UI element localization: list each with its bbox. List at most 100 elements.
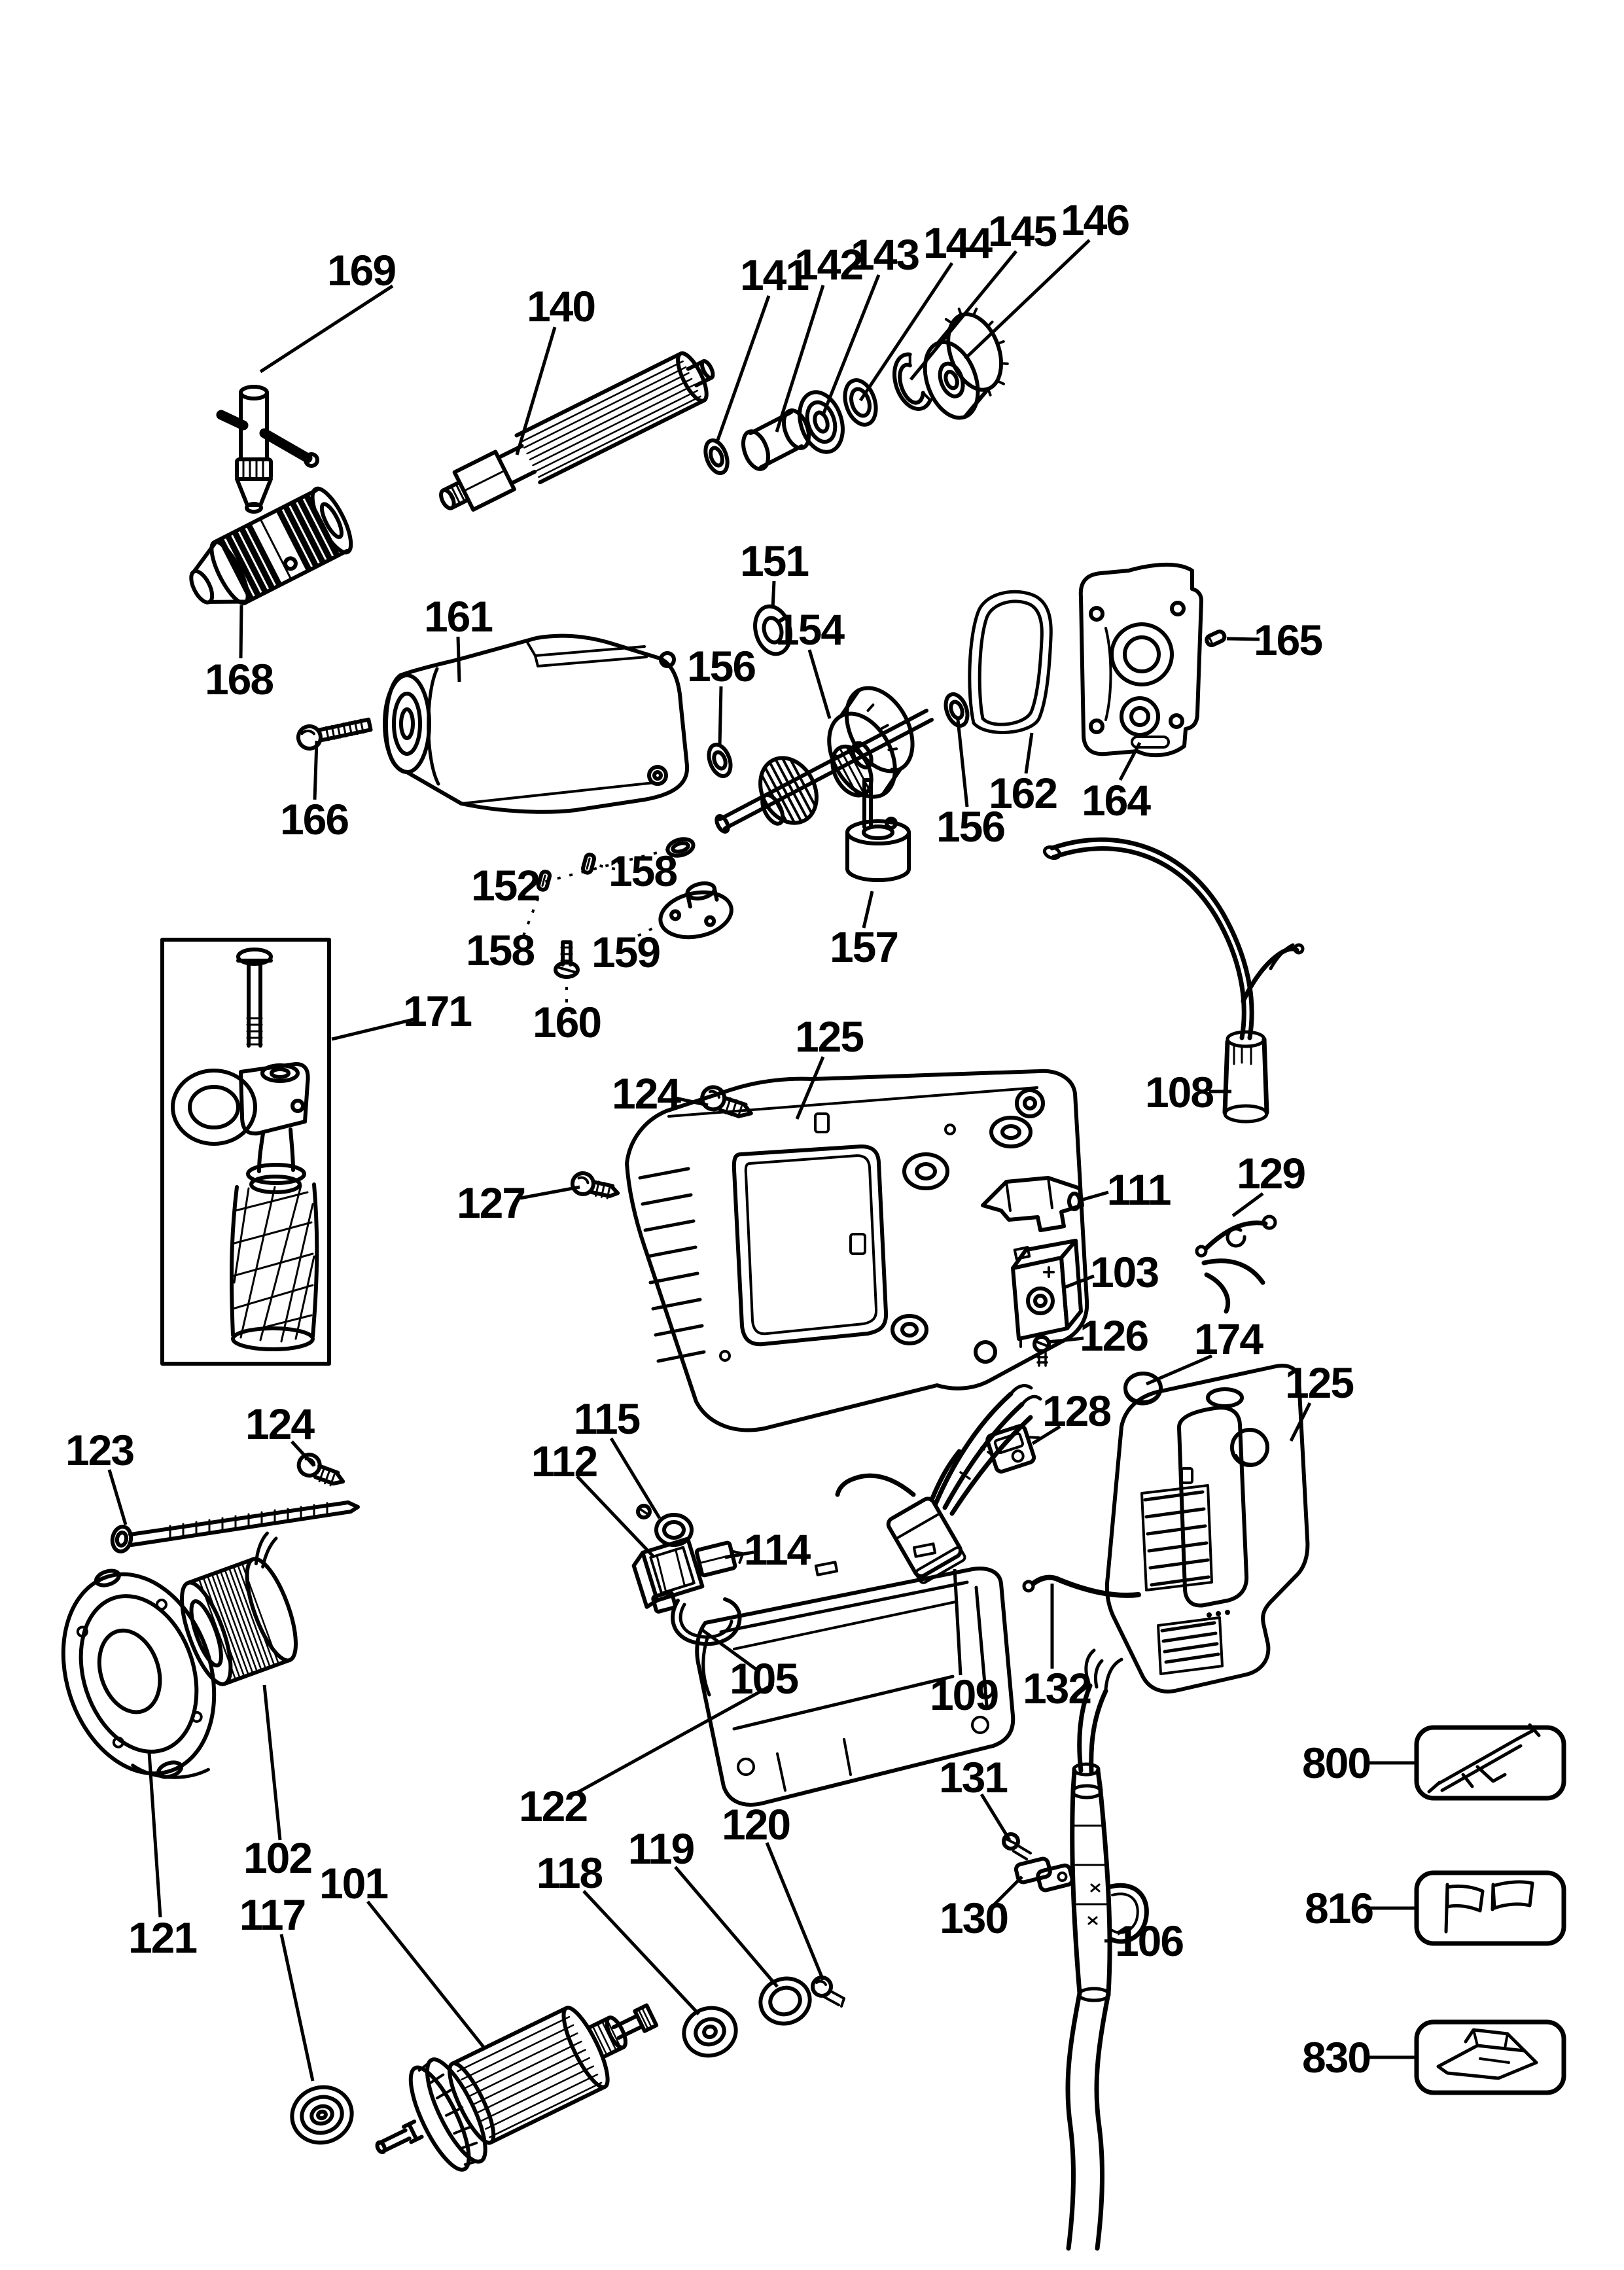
part-label-125-housing-half: 125 — [795, 1012, 863, 1061]
part-side-handle-assembly — [160, 938, 331, 1366]
part-label-143-bearing: 143 — [851, 230, 919, 279]
part-label-128-connector: 128 — [1042, 1387, 1110, 1435]
part-end-cap — [61, 1569, 217, 1779]
part-label-165-pin: 165 — [1254, 616, 1322, 664]
leader-line-103-31 — [1065, 1274, 1095, 1289]
part-bearing-117 — [290, 2085, 354, 2145]
part-screw-120 — [811, 1976, 845, 2008]
part-label-124-screw: 124 — [612, 1069, 681, 1118]
part-wire-harness — [835, 1384, 1042, 1584]
part-label-166-screw: 166 — [280, 795, 348, 843]
part-screw-126 — [1033, 1335, 1051, 1367]
part-field-stator — [180, 1531, 298, 1686]
part-bearing-151 — [753, 604, 792, 656]
part-long-screw — [110, 1500, 360, 1553]
part-label-103-switch: 103 — [1090, 1248, 1158, 1296]
part-label-112-brush-holder: 112 — [531, 1437, 597, 1485]
part-label-131-screw: 131 — [939, 1753, 1007, 1801]
part-motor-housing — [695, 1542, 1015, 1807]
leader-line-112-39 — [576, 1475, 654, 1557]
part-label-174-button: 174 — [1194, 1315, 1263, 1363]
kit-box-800 — [1414, 1723, 1566, 1801]
part-capacitor-wire — [1042, 837, 1305, 1124]
part-label-118-bearing: 118 — [537, 1849, 603, 1897]
leader-line-144-5 — [858, 262, 954, 402]
part-gear-housing — [383, 633, 690, 814]
part-gear-146 — [923, 308, 1009, 420]
leader-line-169-0 — [259, 284, 394, 374]
leader-line-158-19 — [596, 864, 616, 870]
leader-line-145-6 — [909, 250, 1017, 381]
part-label-160-screw: 160 — [533, 998, 601, 1046]
part-wire-132 — [1022, 1574, 1141, 1598]
part-label-162-gasket: 162 — [989, 769, 1057, 817]
part-label-145-retaining-ring: 145 — [988, 207, 1056, 255]
part-ring-119 — [758, 1976, 812, 2026]
leader-line-130-51 — [988, 1875, 1023, 1911]
part-label-126-screw: 126 — [1080, 1311, 1148, 1360]
part-washer-156a — [707, 742, 733, 779]
part-label-140-spindle: 140 — [527, 282, 595, 330]
part-label-144-washer: 144 — [923, 219, 993, 267]
leader-line-126-32 — [1046, 1336, 1084, 1344]
part-brush — [694, 1540, 745, 1578]
leader-line-120-49 — [765, 1842, 825, 1981]
part-label-117-bearing: 117 — [239, 1890, 305, 1939]
leader-line-164-16 — [1118, 741, 1142, 781]
part-screw-160 — [554, 940, 580, 979]
part-label-800-kit-tool: 800 — [1302, 1739, 1370, 1787]
part-screw-131 — [1002, 1832, 1032, 1860]
part-label-132-wire: 132 — [1023, 1664, 1091, 1712]
leader-line-157-22 — [862, 891, 874, 929]
part-pin-158b — [536, 870, 552, 892]
leader-line-119-48 — [674, 1866, 779, 1988]
part-label-114-brush: 114 — [744, 1525, 811, 1574]
leader-line-129-30 — [1231, 1192, 1264, 1218]
part-wire-set — [1195, 1215, 1277, 1314]
leader-line-140-1 — [515, 327, 557, 455]
part-screw-124b — [296, 1452, 345, 1487]
part-bearing-143 — [798, 390, 845, 454]
kit-box-816 — [1414, 1870, 1566, 1946]
leader-line-114-40 — [724, 1550, 754, 1559]
leader-line-141-2 — [715, 295, 771, 444]
leader-line-102-44 — [262, 1684, 282, 1841]
part-label-152-o-ring: 152 — [471, 861, 539, 910]
part-label-830-kit-bracket: 830 — [1302, 2033, 1370, 2082]
part-label-156-washer: 156 — [936, 802, 1004, 851]
leader-line-174-33 — [1146, 1354, 1212, 1386]
part-label-115-brush-cap: 115 — [574, 1394, 640, 1443]
kit-830-bracket-icon — [1436, 2028, 1538, 2080]
part-chuck — [189, 486, 353, 605]
part-label-123-long-screw: 123 — [65, 1426, 133, 1474]
leader-line-101-46 — [366, 1900, 487, 2051]
leader-line-161-9 — [456, 636, 461, 683]
leader-line-154-10 — [807, 649, 832, 719]
part-label-105-spring-clip: 105 — [730, 1654, 798, 1703]
leader-line-111-29 — [1080, 1190, 1109, 1202]
part-label-159-lock-plate: 159 — [591, 928, 660, 976]
part-label-119-ring: 119 — [628, 1824, 694, 1873]
part-label-127-screw: 127 — [457, 1179, 525, 1227]
part-label-171-side-handle-assembly: 171 — [403, 987, 471, 1035]
part-bracket — [981, 1176, 1084, 1232]
part-label-816-kit-flags: 816 — [1305, 1884, 1373, 1932]
part-retaining-ring-145 — [892, 352, 932, 411]
leader-line-123-36 — [107, 1469, 128, 1525]
leader-line-146-7 — [964, 239, 1091, 360]
part-screw-166 — [296, 717, 373, 751]
leader-line-122-54 — [569, 1682, 775, 1798]
leader-line-125-34 — [1289, 1402, 1312, 1442]
part-cam — [845, 778, 911, 882]
part-brush-holder — [631, 1536, 705, 1609]
part-label-120-screw: 120 — [722, 1800, 790, 1849]
part-chuck-key — [216, 385, 319, 514]
leader-line-117-45 — [279, 1934, 315, 2082]
part-label-142-sleeve: 142 — [794, 240, 862, 289]
leader-line-124-37 — [291, 1440, 315, 1467]
part-label-109-wire-harness: 109 — [930, 1671, 998, 1719]
part-connector — [985, 1424, 1040, 1474]
part-label-101-armature: 101 — [319, 1859, 387, 1907]
